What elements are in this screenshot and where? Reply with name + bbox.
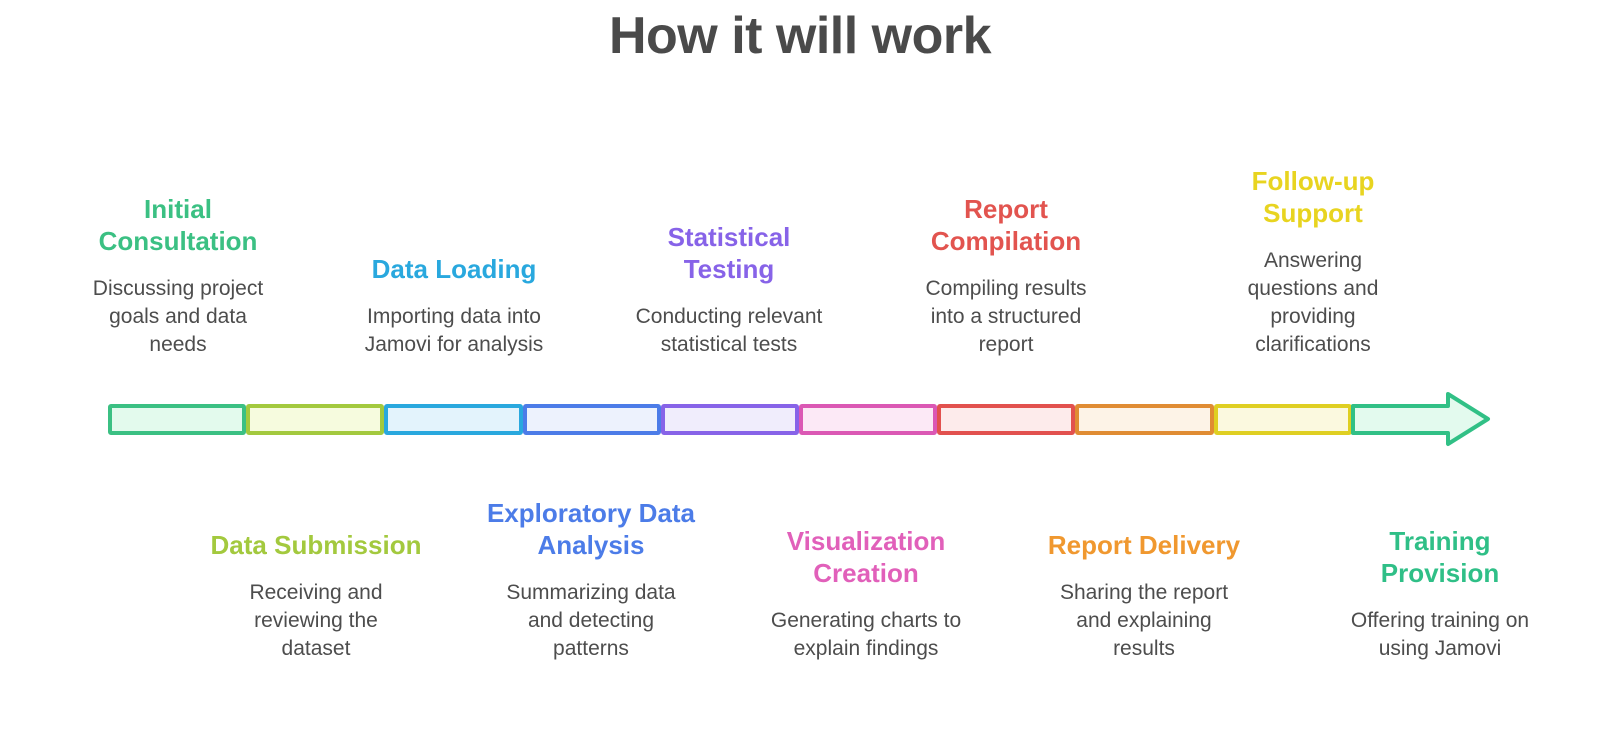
step-title: Exploratory Data Analysis [486,498,696,560]
step-description: Compiling results into a structured repo… [925,277,1087,356]
step-description: Answering questions and providing clarif… [1247,249,1379,356]
page-title: How it will work [608,7,992,65]
step-title: Initial Consultation [98,194,258,256]
step-exploratory-data-analysis: Exploratory Data Analysis Summarizing da… [476,497,706,663]
timeline-segment [522,404,661,435]
timeline-arrowhead-segment [1351,392,1490,446]
step-title: Report Delivery [1047,530,1241,560]
arrowhead-icon [1351,392,1490,446]
step-statistical-testing: Statistical Testing Conducting relevant … [614,221,844,359]
step-initial-consultation: Initial Consultation Discussing project … [63,193,293,359]
step-description: Discussing project goals and data needs [92,277,264,356]
step-title: Data Loading [371,254,537,284]
timeline-segment [384,404,523,435]
step-description: Generating charts to explain findings [770,609,962,660]
timeline-segment [937,404,1076,435]
step-title: Visualization Creation [786,526,946,588]
step-title: Training Provision [1380,526,1500,588]
timeline-segment [660,404,799,435]
timeline-segment [246,404,385,435]
step-title: Report Compilation [930,194,1082,256]
step-description: Offering training on using Jamovi [1350,609,1530,660]
step-description: Receiving and reviewing the dataset [249,581,383,660]
step-report-delivery: Report Delivery Sharing the report and e… [1029,529,1259,663]
step-title: Statistical Testing [667,222,791,284]
step-data-submission: Data Submission Receiving and reviewing … [201,529,431,663]
step-visualization-creation: Visualization Creation Generating charts… [751,525,981,663]
step-training-provision: Training Provision Offering training on … [1325,525,1555,663]
step-description: Summarizing data and detecting patterns [506,581,676,660]
timeline-segment [1213,404,1352,435]
timeline-segment [108,404,247,435]
step-description: Sharing the report and explaining result… [1059,581,1229,660]
timeline-segment [798,404,938,435]
step-title: Follow-up Support [1251,166,1375,228]
timeline-segment [1075,404,1214,435]
timeline-arrow [108,404,1352,435]
step-report-compilation: Report Compilation Compiling results int… [891,193,1121,359]
step-description: Importing data into Jamovi for analysis [364,305,544,356]
step-follow-up-support: Follow-up Support Answering questions an… [1198,165,1428,359]
step-description: Conducting relevant statistical tests [635,305,823,356]
step-data-loading: Data Loading Importing data into Jamovi … [339,253,569,359]
step-title: Data Submission [210,530,422,560]
